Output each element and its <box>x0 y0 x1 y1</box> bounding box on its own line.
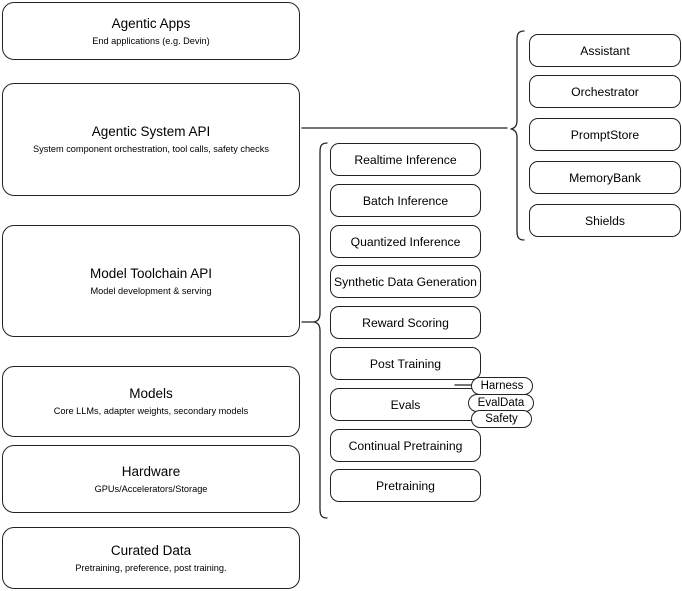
component-assistant[interactable]: Assistant <box>529 34 681 67</box>
layer-subtitle: End applications (e.g. Devin) <box>92 35 210 46</box>
capability-realtime-inference[interactable]: Realtime Inference <box>330 143 481 176</box>
layer-subtitle: Model development & serving <box>90 285 212 296</box>
capability-evals[interactable]: Evals <box>330 388 481 421</box>
component-promptstore[interactable]: PromptStore <box>529 118 681 151</box>
component-memorybank[interactable]: MemoryBank <box>529 161 681 194</box>
layer-title: Models <box>129 386 173 401</box>
capability-continual-pretraining[interactable]: Continual Pretraining <box>330 429 481 462</box>
layer-title: Hardware <box>121 463 181 479</box>
layer-agentic-system-api[interactable]: Agentic System API System component orch… <box>2 83 300 196</box>
layer-title: Agentic Apps <box>111 15 191 31</box>
capability-quantized-inference[interactable]: Quantized Inference <box>330 225 481 258</box>
capability-pretraining[interactable]: Pretraining <box>330 469 481 502</box>
layer-title: Curated Data <box>110 542 192 558</box>
layer-model-toolchain-api[interactable]: Model Toolchain API Model development & … <box>2 225 300 337</box>
capability-synthetic-data-generation[interactable]: Synthetic Data Generation <box>330 265 481 298</box>
capability-reward-scoring[interactable]: Reward Scoring <box>330 306 481 339</box>
component-orchestrator[interactable]: Orchestrator <box>529 75 681 108</box>
capability-post-training[interactable]: Post Training <box>330 347 481 380</box>
layer-hardware[interactable]: Hardware GPUs/Accelerators/Storage <box>2 445 300 513</box>
layer-subtitle: GPUs/Accelerators/Storage <box>94 483 208 494</box>
layer-models[interactable]: Models Core LLMs, adapter weights, secon… <box>2 366 300 437</box>
capability-batch-inference[interactable]: Batch Inference <box>330 184 481 217</box>
eval-badge-harness[interactable]: Harness <box>471 377 533 395</box>
layer-title: Agentic System API <box>91 124 211 139</box>
layer-curated-data[interactable]: Curated Data Pretraining, preference, po… <box>2 527 300 589</box>
layer-subtitle: System component orchestration, tool cal… <box>33 144 269 154</box>
component-shields[interactable]: Shields <box>529 204 681 237</box>
brace-system-components <box>510 30 525 241</box>
layer-subtitle: Pretraining, preference, post training. <box>75 562 227 573</box>
layer-agentic-apps[interactable]: Agentic Apps End applications (e.g. Devi… <box>2 2 300 60</box>
layer-subtitle: Core LLMs, adapter weights, secondary mo… <box>53 406 249 416</box>
layer-title: Model Toolchain API <box>89 265 213 281</box>
brace-toolchain-capabilities <box>313 142 328 519</box>
eval-badge-safety[interactable]: Safety <box>471 410 532 428</box>
